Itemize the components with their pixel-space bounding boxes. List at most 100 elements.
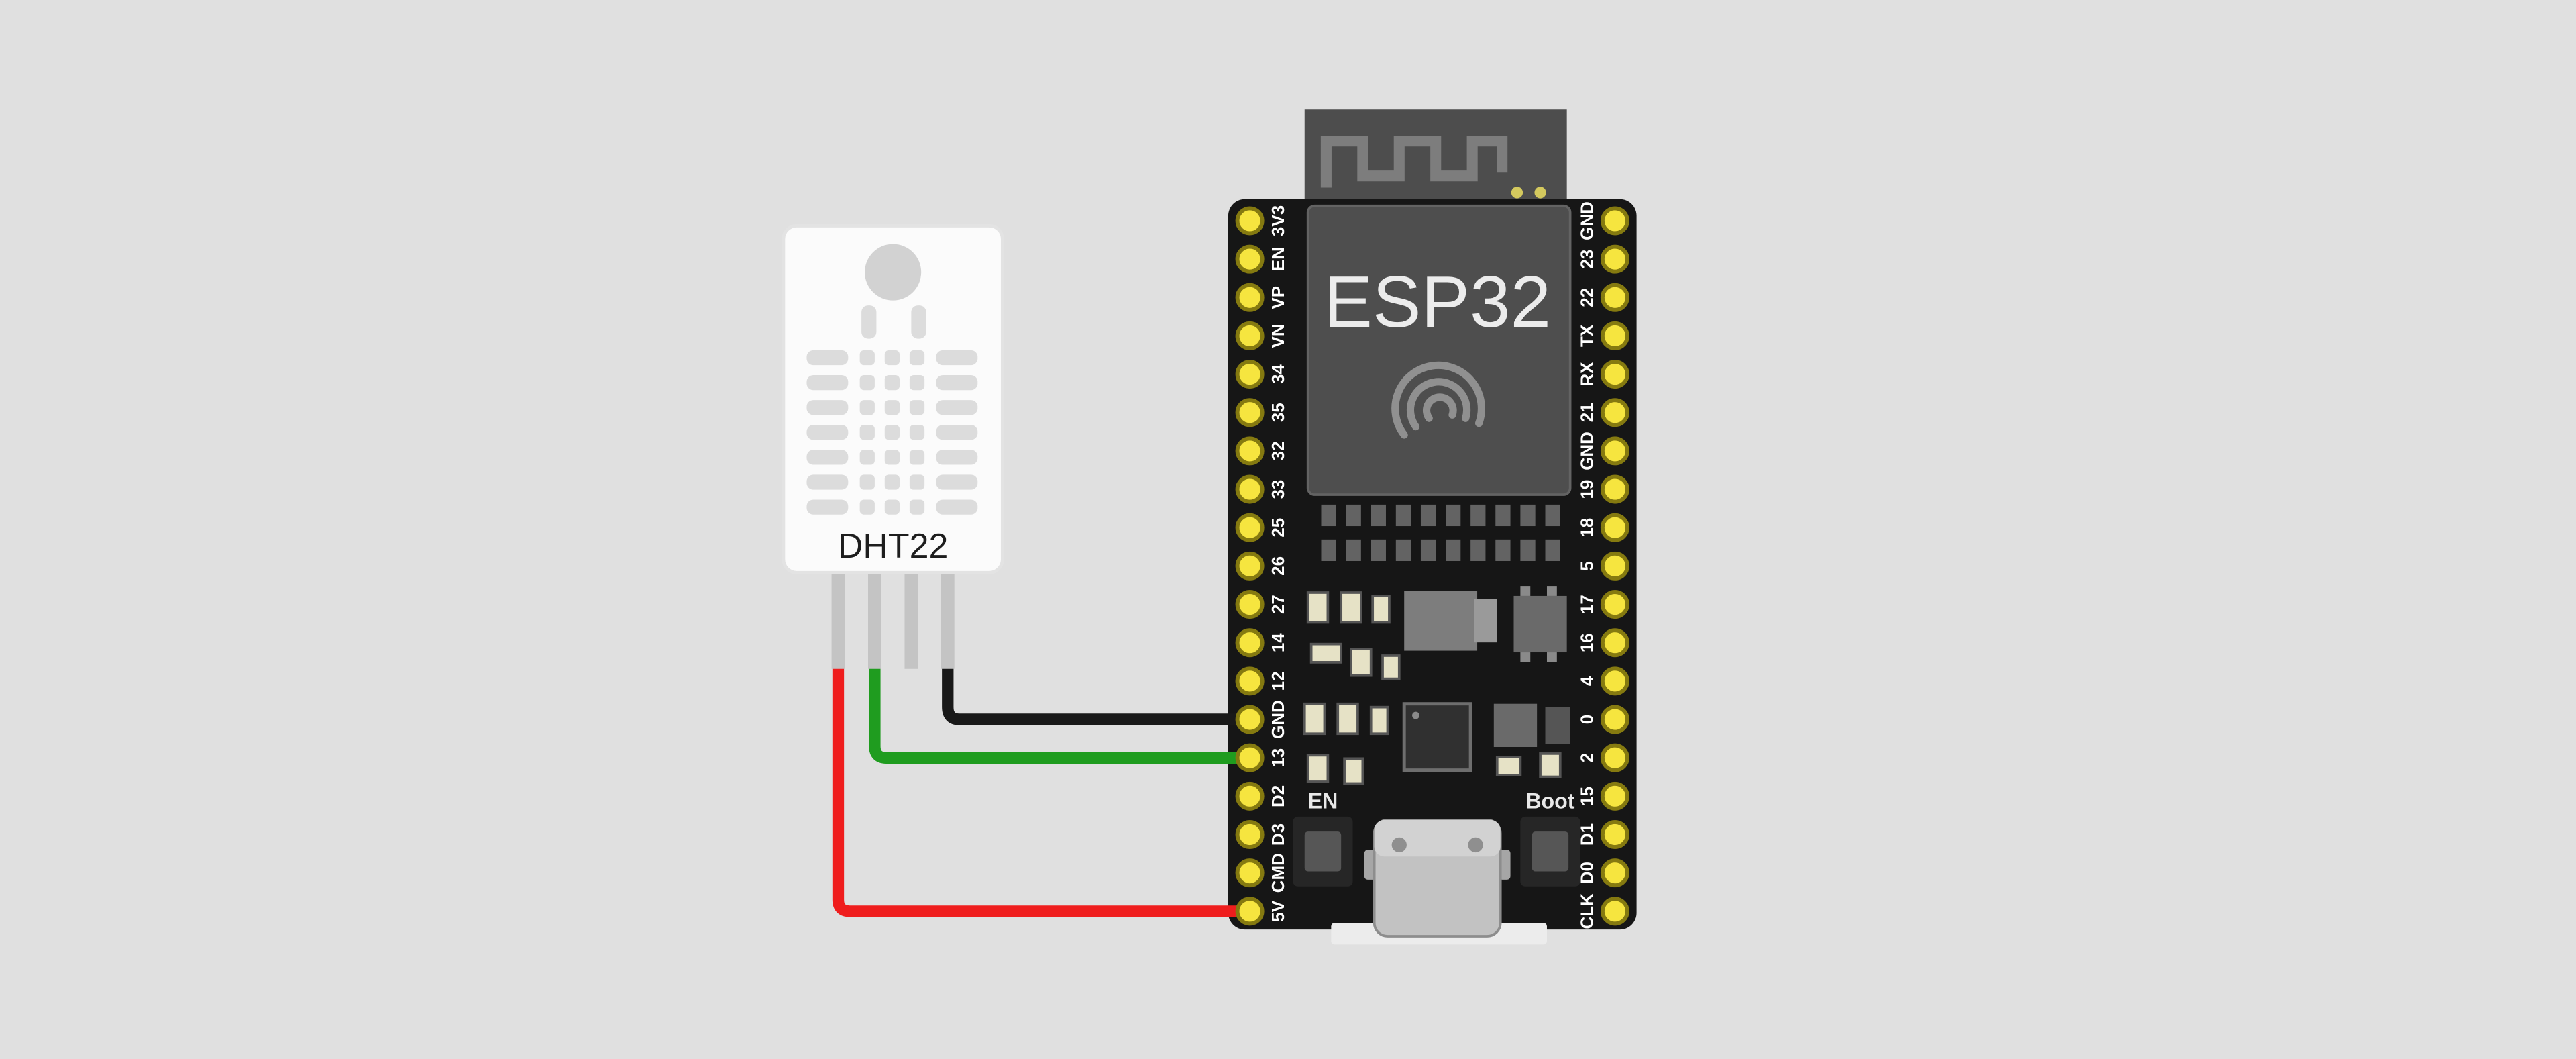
- wires: [832, 651, 1256, 917]
- esp32-pin-right-14-0[interactable]: [1600, 705, 1629, 734]
- module-pad: [1371, 539, 1386, 561]
- esp32-pin-left-18-CMD[interactable]: [1235, 858, 1265, 888]
- vent-slot: [911, 305, 926, 339]
- black-wire-gnd[interactable]: [942, 651, 1256, 725]
- antenna-dot-icon: [1534, 187, 1546, 199]
- vent-slot: [806, 474, 849, 490]
- esp32-pin-left-3-VP[interactable]: [1235, 283, 1265, 312]
- boot-button-label: Boot: [1525, 789, 1574, 813]
- esp32-board[interactable]: ESP32: [1228, 109, 1637, 945]
- vent-slot: [859, 499, 875, 515]
- esp32-pin-label-23: 23: [1576, 250, 1597, 269]
- esp32-pin-left-10-26[interactable]: [1235, 551, 1265, 581]
- esp32-pin-label-CMD: CMD: [1268, 853, 1288, 893]
- module-pad: [1321, 504, 1336, 527]
- en-button[interactable]: [1293, 816, 1353, 887]
- esp32-pin-left-2-EN[interactable]: [1235, 244, 1265, 274]
- esp32-pin-right-13-4[interactable]: [1600, 666, 1629, 696]
- esp32-pin-right-11-17[interactable]: [1600, 590, 1629, 619]
- ic-pin: [1546, 586, 1557, 596]
- smd-component: [1309, 642, 1343, 664]
- esp32-pin-label-22: 22: [1576, 288, 1597, 307]
- esp32-pin-right-8-19[interactable]: [1600, 474, 1629, 504]
- esp32-pin-label-RX: RX: [1576, 362, 1597, 387]
- vent-slot: [909, 350, 925, 366]
- esp32-pin-right-12-16[interactable]: [1600, 628, 1629, 658]
- dht22-pin-4[interactable]: [941, 570, 955, 669]
- esp32-pin-left-11-27[interactable]: [1235, 590, 1265, 619]
- dht22-pin-1[interactable]: [831, 570, 845, 669]
- vent-slot: [859, 374, 875, 391]
- esp32-pin-right-4-TX[interactable]: [1600, 321, 1629, 350]
- esp32-pin-label-16: 16: [1576, 633, 1597, 652]
- esp32-pin-right-18-D0[interactable]: [1600, 858, 1629, 888]
- esp32-pin-right-7-GND[interactable]: [1600, 436, 1629, 466]
- esp32-pin-left-16-D2[interactable]: [1235, 781, 1265, 811]
- esp32-pin-left-1-3V3[interactable]: [1235, 206, 1265, 236]
- esp32-pin-right-6-21[interactable]: [1600, 398, 1629, 427]
- esp32-pin-label-32: 32: [1268, 441, 1288, 460]
- esp32-pin-right-9-18[interactable]: [1600, 513, 1629, 542]
- vent-slot: [806, 450, 849, 465]
- esp32-pin-left-15-13[interactable]: [1235, 743, 1265, 772]
- dht22-pin-2[interactable]: [868, 570, 881, 669]
- vent-slot: [859, 350, 875, 366]
- dht22-pin-3[interactable]: [904, 570, 918, 669]
- smd-component: [1343, 757, 1364, 785]
- esp32-pin-right-19-CLK[interactable]: [1600, 897, 1629, 926]
- ic-pin: [1546, 652, 1557, 662]
- esp32-pin-right-10-5[interactable]: [1600, 551, 1629, 581]
- esp32-module-label: ESP32: [1324, 261, 1551, 343]
- esp32-pin-left-17-D3[interactable]: [1235, 819, 1265, 850]
- esp32-pin-left-4-VN[interactable]: [1235, 321, 1265, 350]
- en-button-label: EN: [1308, 789, 1338, 813]
- esp32-pin-left-7-32[interactable]: [1235, 436, 1265, 466]
- vent-slot: [859, 400, 875, 415]
- vent-slot: [884, 350, 900, 366]
- esp32-pin-left-5-34[interactable]: [1235, 360, 1265, 389]
- boot-button[interactable]: [1520, 816, 1580, 887]
- esp32-pin-right-3-22[interactable]: [1600, 283, 1629, 312]
- esp32-pin-label-D0: D0: [1576, 862, 1597, 884]
- esp32-pin-right-17-D1[interactable]: [1600, 819, 1629, 850]
- esp32-pin-label-33: 33: [1268, 480, 1288, 499]
- esp32-pin-left-14-GND[interactable]: [1235, 705, 1265, 734]
- red-wire-power[interactable]: [832, 651, 1256, 917]
- voltage-regulator: [1404, 591, 1478, 651]
- esp32-pin-label-13: 13: [1268, 748, 1288, 768]
- esp32-pin-label-14: 14: [1268, 633, 1288, 652]
- esp32-pin-label-GND: GND: [1576, 432, 1597, 470]
- module-pad: [1545, 504, 1560, 527]
- green-wire-data[interactable]: [869, 651, 1256, 764]
- esp32-pin-left-8-33[interactable]: [1235, 474, 1265, 504]
- esp32-pin-label-D1: D1: [1576, 823, 1597, 846]
- dht22-vents: [806, 305, 978, 515]
- esp32-pin-label-5V: 5V: [1268, 900, 1288, 921]
- esp32-pin-label-18: 18: [1576, 518, 1597, 538]
- vent-slot: [859, 450, 875, 465]
- esp32-pin-label-17: 17: [1576, 595, 1597, 614]
- esp32-pin-right-2-23[interactable]: [1600, 244, 1629, 274]
- module-pad: [1446, 539, 1461, 561]
- esp32-pin-left-6-35[interactable]: [1235, 398, 1265, 427]
- esp32-pin-left-12-14[interactable]: [1235, 628, 1265, 658]
- esp32-pin-label-34: 34: [1268, 364, 1288, 384]
- esp32-pin-label-15: 15: [1576, 787, 1597, 806]
- wifi-antenna-icon: [1320, 136, 1508, 188]
- esp32-pin-label-3V3: 3V3: [1268, 205, 1288, 236]
- esp32-pin-left-9-25[interactable]: [1235, 513, 1265, 542]
- esp32-pin-right-15-2[interactable]: [1600, 743, 1629, 772]
- smd-component: [1371, 595, 1391, 624]
- dht22-sensor[interactable]: DHT22: [782, 223, 1004, 669]
- vent-slot: [936, 425, 978, 440]
- smd-component: [1303, 702, 1326, 736]
- esp32-pin-left-19-5V[interactable]: [1235, 897, 1265, 926]
- esp32-pin-label-GND: GND: [1268, 700, 1288, 739]
- vent-slot: [936, 450, 978, 465]
- esp32-pin-right-1-GND[interactable]: [1600, 206, 1629, 236]
- esp32-pin-right-5-RX[interactable]: [1600, 360, 1629, 389]
- usb-rivet-icon: [1391, 837, 1407, 853]
- esp32-pin-right-16-15[interactable]: [1600, 781, 1629, 811]
- esp32-pin-label-19: 19: [1576, 480, 1597, 499]
- esp32-pin-left-13-12[interactable]: [1235, 666, 1265, 696]
